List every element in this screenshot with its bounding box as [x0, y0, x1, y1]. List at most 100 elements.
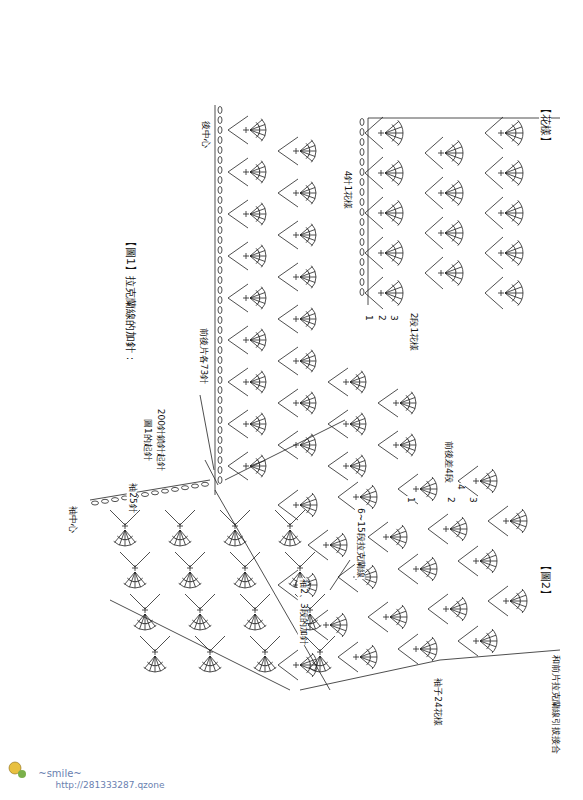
chain-stitch: [152, 491, 159, 495]
treble-stitch: [350, 377, 365, 382]
treble-stitch: [330, 625, 343, 636]
chain-loop: [368, 522, 388, 537]
chain-loop: [278, 403, 298, 417]
treble-stitch: [250, 293, 265, 298]
fan-arc: [522, 589, 527, 613]
treble-stitch: [250, 251, 265, 256]
treble-stitch: [450, 598, 463, 609]
treble-stitch: [230, 530, 235, 545]
treble-stitch: [300, 272, 315, 277]
treble-stitch: [255, 656, 265, 668]
stitch-tick: [452, 185, 455, 188]
single-crochet: [245, 565, 246, 571]
chain-stitch: [218, 157, 222, 164]
treble-stitch: [445, 233, 459, 245]
stitch-tick: [489, 476, 490, 480]
watermark: ~smile~: [37, 768, 82, 779]
chain-loop: [278, 505, 298, 520]
treble-stitch: [250, 256, 265, 261]
chain-stitch: [172, 487, 179, 491]
treble-stitch: [385, 167, 402, 173]
stitch-tick: [395, 291, 396, 295]
stitch-tick: [370, 655, 371, 659]
stitch-tick: [339, 547, 340, 551]
chain-loop: [228, 326, 248, 340]
figure-title: 【圖2】: [539, 559, 551, 601]
chain-stitch: [360, 209, 364, 216]
single-crochet: [381, 130, 382, 136]
treble-stitch: [480, 561, 493, 572]
fan-arc: [261, 371, 266, 394]
stitch-tick: [429, 651, 430, 655]
chain-loop: [428, 594, 448, 609]
stitch-tick: [514, 247, 515, 251]
chain-loop: [278, 263, 298, 277]
chain-loop: [278, 277, 298, 291]
treble-stitch: [235, 530, 245, 542]
treble-stitch: [350, 466, 366, 467]
chain-stitch: [218, 227, 222, 234]
fan-arc: [462, 597, 467, 621]
treble-stitch: [420, 478, 433, 489]
chain-loop: [278, 179, 298, 193]
chain-stitch: [218, 257, 222, 264]
treble-stitch: [250, 120, 262, 130]
edge-line: [368, 118, 560, 119]
fan-arc: [311, 434, 316, 457]
stitch-tick: [427, 561, 430, 564]
treble-stitch: [250, 340, 265, 345]
stitch-tick: [292, 578, 295, 581]
stitch-tick: [427, 654, 430, 657]
raglan-line: [225, 420, 345, 480]
chain-stitch: [360, 179, 364, 186]
chain-loop: [328, 410, 348, 424]
treble-stitch: [130, 572, 135, 587]
stitch-tick: [512, 178, 515, 181]
stitch-tick: [306, 198, 309, 201]
stitch-tick: [512, 218, 515, 221]
treble-stitch: [360, 657, 377, 658]
stitch-tick: [519, 516, 520, 520]
treble-stitch: [300, 141, 312, 151]
row-number: 3: [388, 314, 398, 322]
treble-stitch: [390, 611, 406, 617]
chain-loop: [278, 665, 298, 680]
fan-arc: [114, 541, 137, 546]
chain-stitch: [218, 117, 222, 124]
treble-stitch: [400, 403, 416, 404]
chain-loop: [488, 521, 508, 536]
treble-stitch: [350, 382, 365, 387]
stitch-tick: [257, 662, 260, 665]
stitch-tick: [517, 513, 520, 516]
treble-stitch: [505, 133, 523, 134]
stitch-tick: [137, 620, 140, 623]
chain-loop: [240, 594, 255, 609]
chain-stitch: [360, 259, 364, 266]
single-crochet: [441, 190, 442, 196]
stitch-tick: [309, 507, 310, 511]
chain-stitch: [218, 217, 222, 224]
treble-stitch: [250, 214, 265, 219]
treble-stitch: [180, 530, 190, 542]
chain-stitch: [218, 187, 222, 194]
stitch-tick: [394, 135, 395, 139]
stitch-tick: [256, 345, 259, 348]
chain-loop: [428, 529, 448, 544]
treble-stitch: [175, 530, 180, 545]
stitch-tick: [490, 559, 491, 563]
treble-stitch: [300, 665, 316, 671]
chain-loop: [428, 609, 448, 624]
treble-stitch: [360, 657, 373, 668]
single-crochet: [501, 210, 502, 216]
treble-stitch: [250, 214, 262, 224]
chain-loop: [328, 452, 348, 466]
single-crochet: [501, 250, 502, 256]
treble-stitch: [300, 361, 315, 366]
treble-stitch: [250, 167, 265, 172]
treble-stitch: [250, 424, 265, 429]
stitch-tick: [427, 481, 430, 484]
treble-stitch: [300, 505, 313, 516]
treble-stitch: [330, 539, 346, 545]
treble-stitch: [505, 281, 519, 293]
stitch-tick: [306, 450, 309, 453]
